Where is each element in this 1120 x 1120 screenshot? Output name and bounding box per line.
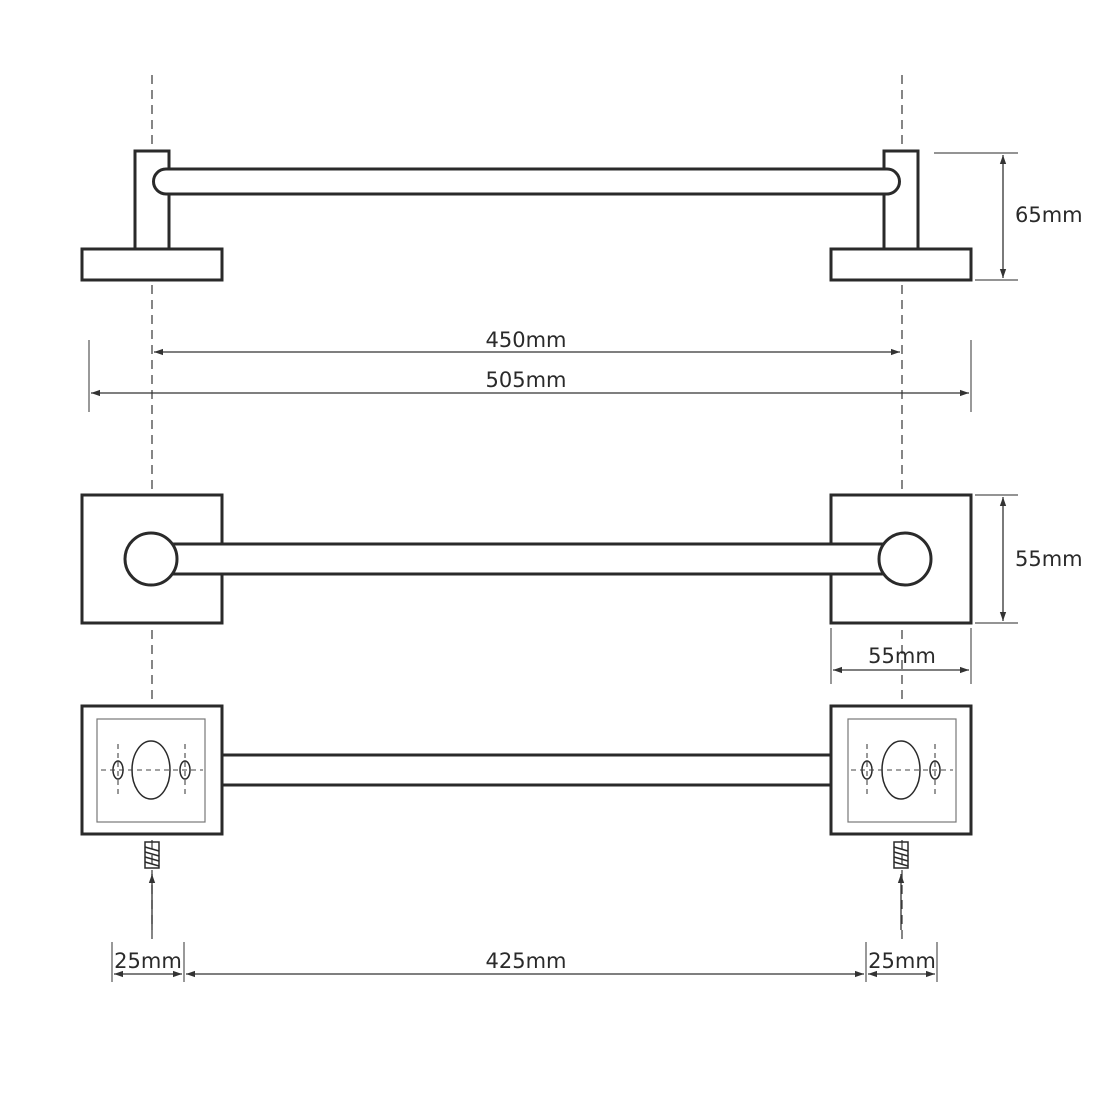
plate-height-dimension: 55mm [975, 494, 1083, 624]
plate-width-dimension: 55mm [830, 628, 972, 684]
height-dimension-label: 65mm [1015, 203, 1083, 227]
overall-length-label: 505mm [486, 368, 567, 392]
left-set-screw-icon [144, 841, 160, 930]
side-right-post [882, 149, 920, 251]
side-right-base [829, 247, 973, 282]
hole-spacing-label: 425mm [486, 949, 567, 973]
mount-left-screw-slot-b [179, 760, 191, 780]
mount-right-plate [829, 704, 973, 836]
front-right-knob [877, 531, 933, 587]
mounting-view [80, 704, 973, 930]
edge-right-label: 25mm [868, 949, 936, 973]
side-view [80, 149, 973, 282]
right-set-screw-icon [893, 841, 909, 930]
side-left-post [133, 149, 171, 251]
length-dimensions: 450mm 505mm [88, 328, 972, 412]
side-left-base [80, 247, 224, 282]
edge-left-label: 25mm [114, 949, 182, 973]
plate-height-label: 55mm [1015, 547, 1083, 571]
mount-right-screw-slot-b [929, 760, 941, 780]
front-view [80, 493, 973, 625]
mount-bar [220, 753, 833, 787]
center-distance-label: 450mm [486, 328, 567, 352]
bottom-dimensions: 25mm 425mm 25mm [111, 942, 938, 982]
front-bar [150, 542, 904, 576]
front-left-knob [123, 531, 179, 587]
side-bar [152, 167, 901, 196]
plate-width-label: 55mm [868, 644, 936, 668]
mount-left-plate [80, 704, 224, 836]
height-dimension: 65mm [934, 152, 1083, 281]
